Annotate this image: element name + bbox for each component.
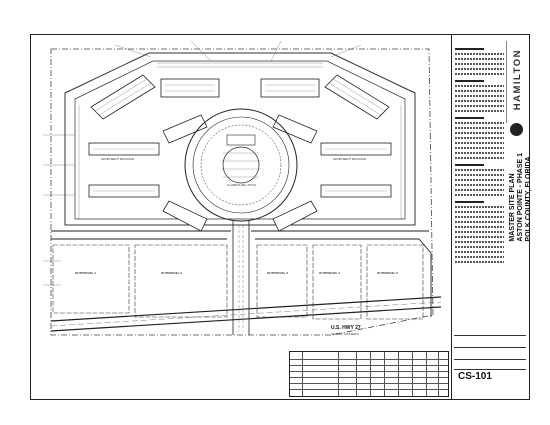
general-notes <box>455 43 504 266</box>
outparcel-1-label: OUTPARCEL 1 <box>75 271 96 275</box>
highway-name: U.S. HWY 27 <box>331 325 361 331</box>
sheet-number: CS-101 <box>458 371 492 382</box>
sheet-title-line-2: ASTON POINTE - PHASE 1 <box>517 153 524 242</box>
title-block-divider <box>454 335 526 336</box>
title-block-divider <box>454 369 526 370</box>
clubhouse-label: CLUBHOUSE / POOL <box>227 183 257 187</box>
outparcel-4-label: OUTPARCEL 4 <box>319 271 340 275</box>
site-data-table <box>289 351 449 397</box>
sheet-title: MASTER SITE PLAN ASTON POINTE - PHASE 1 … <box>509 153 533 242</box>
sheet-title-line-3: POLK COUNTY, FLORIDA <box>525 156 532 242</box>
highway-note: (SCENIC HIGHWAY) <box>331 332 360 336</box>
building-label-right: APARTMENT BUILDING <box>333 157 367 161</box>
firm-logo-icon <box>510 123 523 136</box>
firm-logo <box>506 41 529 123</box>
title-block: HAMILTON MASTER SITE PLAN ASTON POINTE -… <box>451 35 532 399</box>
firm-name: HAMILTON <box>512 49 523 111</box>
outparcel-5-label: OUTPARCEL 5 <box>377 271 398 275</box>
sheet-title-line-1: MASTER SITE PLAN <box>509 173 516 242</box>
outparcel-2-label: OUTPARCEL 2 <box>161 271 182 275</box>
outparcel-3-label: OUTPARCEL 3 <box>267 271 288 275</box>
title-block-divider <box>454 359 526 360</box>
site-plan-drawing <box>43 40 442 336</box>
title-block-divider <box>454 347 526 348</box>
building-label-left: APARTMENT BUILDING <box>101 157 135 161</box>
drawing-sheet: U.S. HWY 27 (SCENIC HIGHWAY) OUTPARCEL 1… <box>30 34 532 400</box>
